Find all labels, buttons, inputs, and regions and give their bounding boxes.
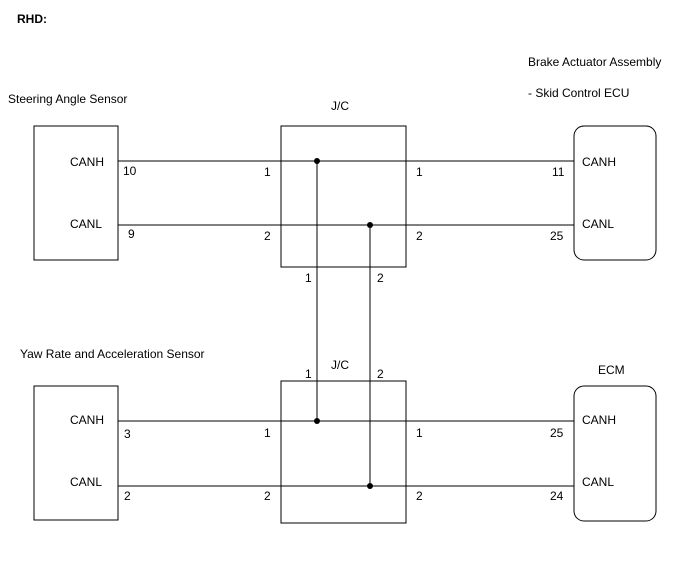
- jc-top-right-pin-1: 1: [416, 165, 423, 179]
- brake-canh-label: CANH: [582, 155, 616, 169]
- steering-sensor-label: Steering Angle Sensor: [8, 92, 127, 106]
- brake-actuator-label: Brake Actuator Assembly: [528, 55, 661, 69]
- jc-top-left-pin-1: 1: [264, 165, 271, 179]
- yaw-sensor-label: Yaw Rate and Acceleration Sensor: [20, 347, 205, 361]
- jc-top-box: [280, 125, 407, 268]
- yaw-canl-pin: 2: [124, 489, 131, 503]
- yaw-canh-pin: 3: [124, 427, 131, 441]
- ecm-box: [573, 385, 657, 522]
- jc-bottom-left-pin-2: 2: [264, 489, 271, 503]
- diagram-header: RHD:: [17, 12, 47, 26]
- ecm-canl-pin: 24: [550, 489, 564, 503]
- junction-dot-bottom-canh: [314, 418, 320, 424]
- jc-top-label: J/C: [331, 99, 349, 113]
- junction-dot-bottom-canl: [367, 483, 373, 489]
- jc-bottom-left-pin-1: 1: [264, 426, 271, 440]
- jc-bottom-top-pin-2: 2: [377, 367, 384, 381]
- steering-canh-label: CANH: [70, 155, 104, 169]
- steering-canl-label: CANL: [70, 217, 102, 231]
- jc-bottom-box: [280, 380, 407, 524]
- jc-top-bottom-pin-2: 2: [377, 271, 384, 285]
- jc-bottom-top-pin-1: 1: [305, 367, 312, 381]
- steering-canh-pin: 10: [123, 164, 137, 178]
- brake-canh-pin: 11: [552, 165, 565, 179]
- ecm-canh-label: CANH: [582, 413, 616, 427]
- jc-top-bottom-pin-1: 1: [305, 271, 312, 285]
- junction-dot-top-canh: [314, 158, 320, 164]
- jc-bottom-right-pin-2: 2: [416, 489, 423, 503]
- junction-dot-top-canl: [367, 222, 373, 228]
- jc-top-right-pin-2: 2: [416, 229, 423, 243]
- brake-canl-pin: 25: [550, 229, 564, 243]
- ecm-label: ECM: [598, 363, 625, 377]
- yaw-canh-label: CANH: [70, 413, 104, 427]
- ecm-canl-label: CANL: [582, 475, 614, 489]
- yaw-canl-label: CANL: [70, 475, 102, 489]
- jc-bottom-label: J/C: [331, 358, 349, 372]
- steering-canl-pin: 9: [128, 227, 135, 241]
- skid-control-ecu-label: - Skid Control ECU: [528, 86, 629, 100]
- jc-top-left-pin-2: 2: [264, 229, 271, 243]
- brake-actuator-box: [573, 125, 657, 261]
- jc-bottom-right-pin-1: 1: [416, 426, 423, 440]
- ecm-canh-pin: 25: [550, 426, 564, 440]
- brake-canl-label: CANL: [582, 217, 614, 231]
- steering-angle-sensor-box: [33, 125, 119, 261]
- yaw-rate-sensor-box: [33, 385, 119, 521]
